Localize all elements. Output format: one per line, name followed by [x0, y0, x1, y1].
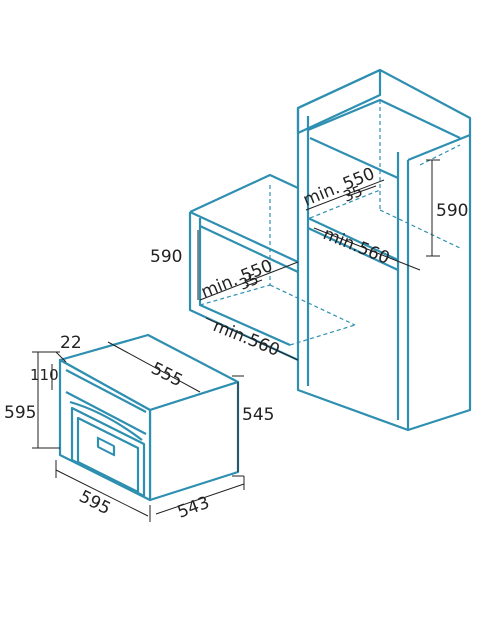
label-tall-cabinet-min-depth: min.560 [320, 224, 392, 269]
label-oven-width: 595 [76, 487, 114, 520]
label-oven-depth: 543 [175, 493, 212, 523]
label-oven-front-height: 595 [4, 403, 36, 423]
dimension-lines [32, 159, 440, 522]
label-oven-panel-thickness: 22 [60, 333, 82, 353]
oven-handle [69, 400, 143, 441]
tall-cabinet [296, 68, 472, 432]
label-low-cabinet-gap: 35 [237, 270, 261, 294]
label-oven-side-height: 545 [242, 405, 274, 425]
label-low-cabinet-min-depth: min.560 [210, 316, 282, 361]
label-tall-cabinet-height: 590 [436, 201, 468, 221]
label-tall-cabinet-gap: 35 [341, 182, 365, 206]
label-low-cabinet-height: 590 [150, 247, 182, 267]
oven [58, 333, 240, 502]
label-oven-panel-height: 110 [30, 366, 59, 384]
